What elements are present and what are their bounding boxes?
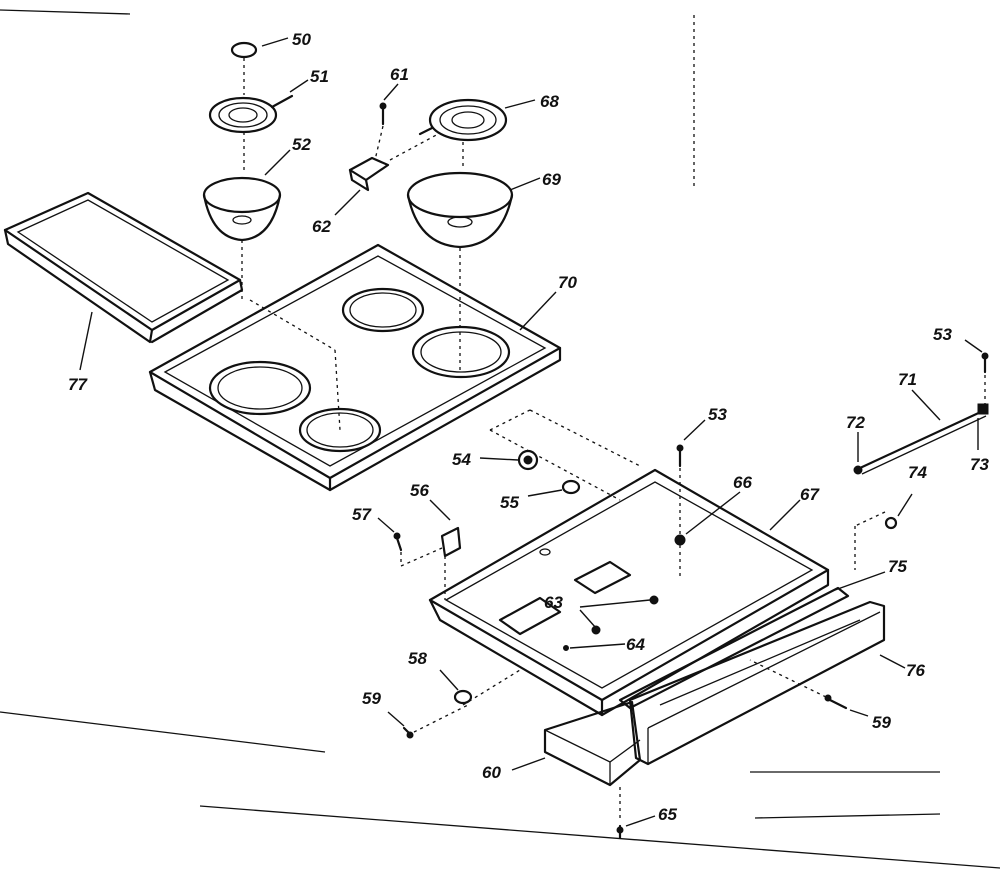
label-60: 60 bbox=[482, 763, 501, 782]
part-70-cooktop bbox=[148, 243, 562, 492]
label-56: 56 bbox=[410, 481, 429, 500]
label-59-left: 59 bbox=[362, 689, 381, 708]
label-69: 69 bbox=[542, 170, 561, 189]
label-66: 66 bbox=[733, 473, 752, 492]
label-64: 64 bbox=[626, 635, 645, 654]
label-58: 58 bbox=[408, 649, 427, 668]
callout-labels: 50 51 52 61 62 68 69 70 77 53 53 54 55 5… bbox=[68, 30, 989, 824]
part-52-small-drip-pan bbox=[202, 149, 291, 300]
label-70: 70 bbox=[558, 273, 577, 292]
label-54: 54 bbox=[452, 450, 471, 469]
part-65-screw bbox=[616, 815, 656, 840]
label-71: 71 bbox=[898, 370, 917, 389]
part-58-foot-59-screws bbox=[387, 659, 869, 739]
part-51-small-coil-element bbox=[208, 79, 309, 172]
part-60-kick-panel bbox=[511, 700, 642, 822]
label-59-right: 59 bbox=[872, 713, 891, 732]
part-53-screws bbox=[676, 339, 989, 580]
label-68: 68 bbox=[540, 92, 559, 111]
label-52: 52 bbox=[292, 135, 311, 154]
part-54-55-fittings bbox=[479, 409, 641, 501]
part-61-screw-62-terminal-block bbox=[334, 83, 441, 216]
part-69-large-drip-pan bbox=[406, 171, 541, 370]
label-76: 76 bbox=[906, 661, 925, 680]
label-63: 63 bbox=[544, 593, 563, 612]
part-63-64-fasteners bbox=[563, 595, 659, 651]
part-77-cover-plate bbox=[3, 191, 244, 371]
part-56-bracket-57-screw bbox=[377, 499, 462, 600]
label-62: 62 bbox=[312, 217, 331, 236]
part-66-grommet bbox=[674, 491, 741, 546]
label-73: 73 bbox=[970, 455, 989, 474]
label-77: 77 bbox=[68, 375, 88, 394]
label-65: 65 bbox=[658, 805, 677, 824]
part-74-clip bbox=[854, 493, 913, 570]
part-67-range-body bbox=[428, 468, 830, 717]
label-51: 51 bbox=[310, 67, 329, 86]
label-53-center: 53 bbox=[708, 405, 727, 424]
part-71-rod bbox=[853, 389, 989, 475]
label-72: 72 bbox=[846, 413, 865, 432]
label-74: 74 bbox=[908, 463, 927, 482]
label-55: 55 bbox=[500, 493, 519, 512]
scan-border-lines bbox=[0, 9, 1000, 869]
part-68-large-coil-element bbox=[418, 98, 536, 170]
label-67: 67 bbox=[800, 485, 820, 504]
label-53-right: 53 bbox=[933, 325, 952, 344]
label-61: 61 bbox=[390, 65, 409, 84]
label-50: 50 bbox=[292, 30, 311, 49]
part-50-cap bbox=[230, 37, 289, 95]
label-75: 75 bbox=[888, 557, 907, 576]
part-75-rail-76-front-panel bbox=[618, 571, 906, 766]
label-57: 57 bbox=[352, 505, 372, 524]
